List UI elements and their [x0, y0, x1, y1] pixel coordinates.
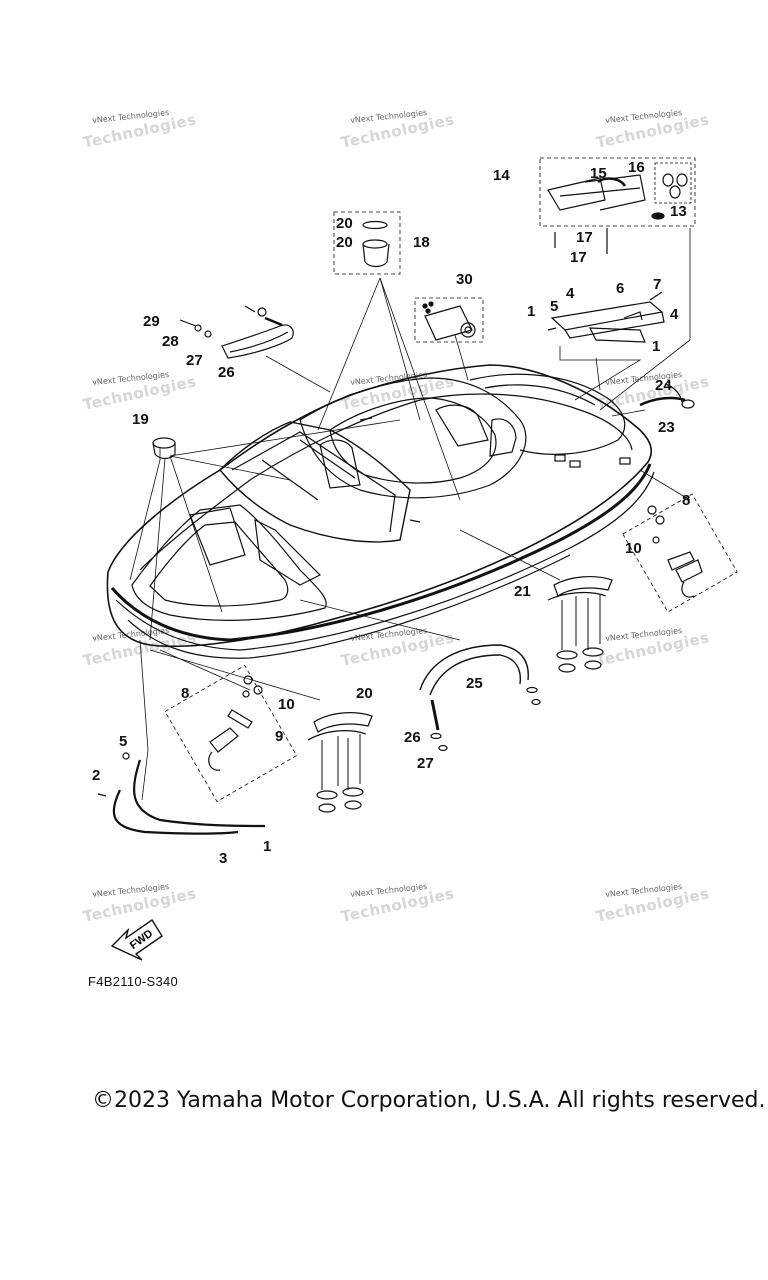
callout: 25: [466, 675, 483, 692]
copyright-notice: ©2023 Yamaha Motor Corporation, U.S.A. A…: [92, 1088, 766, 1113]
callout: 23: [658, 419, 675, 436]
callout: 30: [456, 271, 473, 288]
callout: 18: [413, 234, 430, 251]
bow-eye-group-right: [622, 493, 738, 613]
cleat-right: [547, 575, 613, 673]
callout: 6: [616, 280, 624, 297]
callout: 1: [527, 303, 535, 320]
callout: 27: [186, 352, 203, 369]
callout: 21: [514, 583, 531, 600]
callout: 13: [670, 203, 687, 220]
cup-holder-group: [152, 211, 401, 460]
leader-lines: [129, 228, 691, 801]
grab-handle-group: [179, 305, 294, 359]
callout: 4: [670, 306, 679, 323]
callout: 26: [404, 729, 421, 746]
fwd-arrow-icon: [110, 919, 163, 961]
callout: 7: [653, 276, 661, 293]
callout: 26: [218, 364, 235, 381]
deck-rail-group: [547, 291, 665, 343]
rub-rail-strips: [97, 752, 266, 835]
callout: 1: [652, 338, 660, 355]
callout: 16: [628, 159, 645, 176]
callout: 20: [356, 685, 373, 702]
callout: 5: [119, 733, 127, 750]
callout: 17: [576, 229, 593, 246]
callout: 24: [655, 377, 672, 394]
callout-numbers: 14 15 16 13 17 17 20 20 18 30 1 5 4 6 7 …: [92, 159, 690, 867]
callout: 27: [417, 755, 434, 772]
boat-hull: [106, 364, 655, 659]
callout: 9: [275, 728, 283, 745]
stern-grab-rail: [419, 644, 541, 752]
ski-tow-bracket-group: [539, 157, 696, 254]
callout: 28: [162, 333, 179, 350]
bow-eye-group-left: [164, 664, 298, 803]
stern-light-group: [639, 383, 695, 409]
callout: 20: [336, 234, 353, 251]
panel-group: [414, 297, 484, 343]
callout: 8: [682, 492, 690, 509]
callout: 3: [219, 850, 227, 867]
cleat-left: [307, 712, 373, 813]
callout: 20: [336, 215, 353, 232]
callout: 1: [263, 838, 271, 855]
diagram-code: F4B2110-S340: [88, 974, 179, 989]
callout: 19: [132, 411, 149, 428]
callout: 5: [550, 298, 558, 315]
callout: 17: [570, 249, 587, 266]
callout: 29: [143, 313, 160, 330]
callout: 14: [493, 167, 510, 184]
callout: 8: [181, 685, 189, 702]
callout: 15: [590, 165, 607, 182]
callout: 4: [566, 285, 575, 302]
callout: 2: [92, 767, 100, 784]
callout: 10: [278, 696, 295, 713]
callout: 10: [625, 540, 642, 557]
